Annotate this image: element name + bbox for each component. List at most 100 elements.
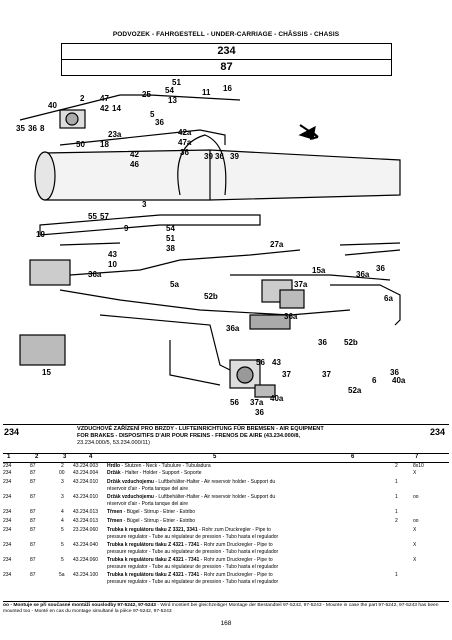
section-title-cz: VZDUCHOVÉ ZAŘÍZENÍ PRO BRZDY	[77, 426, 174, 432]
part-desc: - Halter - Holder - Support - Soporte	[120, 470, 202, 476]
col-header: 6	[351, 454, 355, 460]
cell-group: 234	[3, 557, 12, 563]
cell-qty: 2	[395, 463, 398, 469]
part-desc-2: réservoir d'air - Porta tanque del aire	[107, 500, 188, 507]
cell-subgroup: 87	[30, 572, 36, 578]
callout-label: 37	[322, 370, 331, 379]
cell-note: X	[413, 542, 417, 548]
table-row: 234 87 4 43.234.013 Třmen - Bügel - Stir…	[3, 518, 449, 527]
callout-label: 25	[142, 90, 151, 99]
parts-table: 234 87 2 43.234.003 Hrdlo - Stutzen - Ne…	[3, 463, 449, 587]
cell-part-number: 43.234.060	[73, 557, 99, 563]
cell-position: 5	[61, 542, 64, 548]
cell-group: 234	[3, 542, 12, 548]
cell-description: Trubka k regulátoru tlaku Z 4321 - 7341 …	[107, 572, 317, 586]
callout-label: 36	[28, 124, 37, 133]
cell-group: 234	[3, 463, 12, 469]
callout-label: 37a	[250, 398, 264, 407]
callout-label: 36	[180, 148, 189, 157]
callout-label: 36a	[356, 270, 370, 279]
section-number-left: 234	[4, 427, 20, 437]
part-desc-2: pressure regulator - Tube au régulateur …	[107, 533, 279, 540]
cell-part-number: 23.234.060	[73, 527, 99, 533]
cell-subgroup: 87	[30, 518, 36, 524]
cell-position: 2	[61, 463, 64, 469]
cell-group: 234	[3, 572, 12, 578]
cell-qty: 1	[395, 494, 398, 500]
footer-note-bold: oo - Montuje se při současné montáži sou…	[3, 603, 157, 608]
part-name: Hrdlo	[107, 463, 121, 469]
cell-description: Hrdlo - Stutzen - Neck - Tubulure - Tubu…	[107, 463, 317, 470]
callout-label: 52b	[344, 338, 358, 347]
cell-position: 4	[61, 518, 64, 524]
callout-label: 40a	[392, 376, 406, 385]
cell-position: 3	[61, 479, 64, 485]
callout-label: 54	[165, 86, 174, 95]
cell-group: 234	[3, 470, 12, 476]
col-header: 5	[213, 454, 217, 460]
table-row: 234 87 2 43.234.003 Hrdlo - Stutzen - Ne…	[3, 463, 449, 470]
cell-group: 234	[3, 494, 12, 500]
part-desc: - Bügel - Stirrup - Etrier - Estribo	[122, 518, 196, 524]
section-title-line3: 23.234.000/5, 53.234.000/11)	[77, 440, 150, 446]
cell-subgroup: 87	[30, 527, 36, 533]
cell-description: Držák vzduchojemu - Luftbehälter-Halter …	[107, 494, 317, 508]
part-name: Trubka k regulátoru tlaku Z 4321 - 7341	[107, 542, 200, 548]
cell-position: 00	[59, 470, 65, 476]
table-row: 234 87 00 43.234.004 Držák - Halter - Ho…	[3, 470, 449, 479]
part-desc-2: réservoir d'air - Porta tanque del aire	[107, 485, 188, 492]
cell-part-number: 43.234.040	[73, 542, 99, 548]
part-desc: - Stutzen - Neck - Tubulure - Tubuladura	[120, 463, 211, 469]
cell-subgroup: 87	[30, 470, 36, 476]
callout-label: 57	[100, 212, 109, 221]
cell-position: 3	[61, 494, 64, 500]
cell-part-number: 43.234.004	[73, 470, 99, 476]
cell-qty: 2	[395, 518, 398, 524]
cell-part-number: 43.234.013	[73, 509, 99, 515]
callout-label: 36	[390, 368, 399, 377]
callout-label: 2	[80, 94, 85, 103]
cell-group: 234	[3, 479, 12, 485]
section-number-right: 234	[429, 427, 445, 437]
cell-description: Trubka k regulátoru tlaku Z 4321 - 7341 …	[107, 542, 317, 556]
cell-group: 234	[3, 509, 12, 515]
col-header: 4	[89, 454, 93, 460]
callout-label: 51	[166, 234, 175, 243]
page-number: 168	[220, 620, 232, 627]
cell-position: 5	[61, 527, 64, 533]
part-desc: - Luftbehälter-Halter - Air reservoir ho…	[153, 479, 276, 485]
cell-description: Držák - Halter - Holder - Support - Sopo…	[107, 470, 317, 477]
cell-qty: 1	[395, 572, 398, 578]
callout-label: 43	[272, 358, 281, 367]
part-name: Třmen	[107, 509, 123, 515]
callout-label: 42	[100, 104, 109, 113]
callout-label: 19	[36, 230, 45, 239]
part-desc: - Luftbehälter-Halter - Air reservoir ho…	[153, 494, 276, 500]
cell-part-number: 43.234.100	[73, 572, 99, 578]
cell-part-number: 43.234.013	[73, 518, 99, 524]
callout-label: 47	[100, 94, 109, 103]
callout-label: 37a	[294, 280, 308, 289]
callout-label: 14	[112, 104, 121, 113]
table-row: 234 87 5a 43.234.100 Trubka k regulátoru…	[3, 572, 449, 587]
callout-label: 35	[16, 124, 25, 133]
cell-description: Třmen - Bügel - Stirrup - Etrier - Estri…	[107, 518, 317, 525]
cell-subgroup: 87	[30, 494, 36, 500]
page-header: PODVOZEK - FAHRGESTELL - UNDER-CARRIAGE …	[112, 31, 340, 38]
cell-subgroup: 87	[30, 479, 36, 485]
callout-label: 10	[108, 260, 117, 269]
cell-subgroup: 87	[30, 542, 36, 548]
callout-label: 38	[166, 244, 175, 253]
part-desc-2: pressure regulator - Tube au régulateur …	[107, 563, 279, 570]
callout-label: 56	[230, 398, 239, 407]
callout-label: 11	[202, 88, 211, 97]
cell-qty: 1	[395, 509, 398, 515]
cell-description: Držák vzduchojemu - Luftbehälter-Halter …	[107, 479, 317, 493]
callout-label: 40a	[270, 394, 284, 403]
cell-part-number: 43.234.010	[73, 494, 99, 500]
cell-part-number: 43.234.003	[73, 463, 99, 469]
part-desc: - Rohr zum Druckregler - Pipe to	[199, 557, 273, 563]
callout-label: 23a	[108, 130, 122, 139]
callout-label: 9	[124, 224, 129, 233]
callout-label: 27a	[270, 240, 284, 249]
